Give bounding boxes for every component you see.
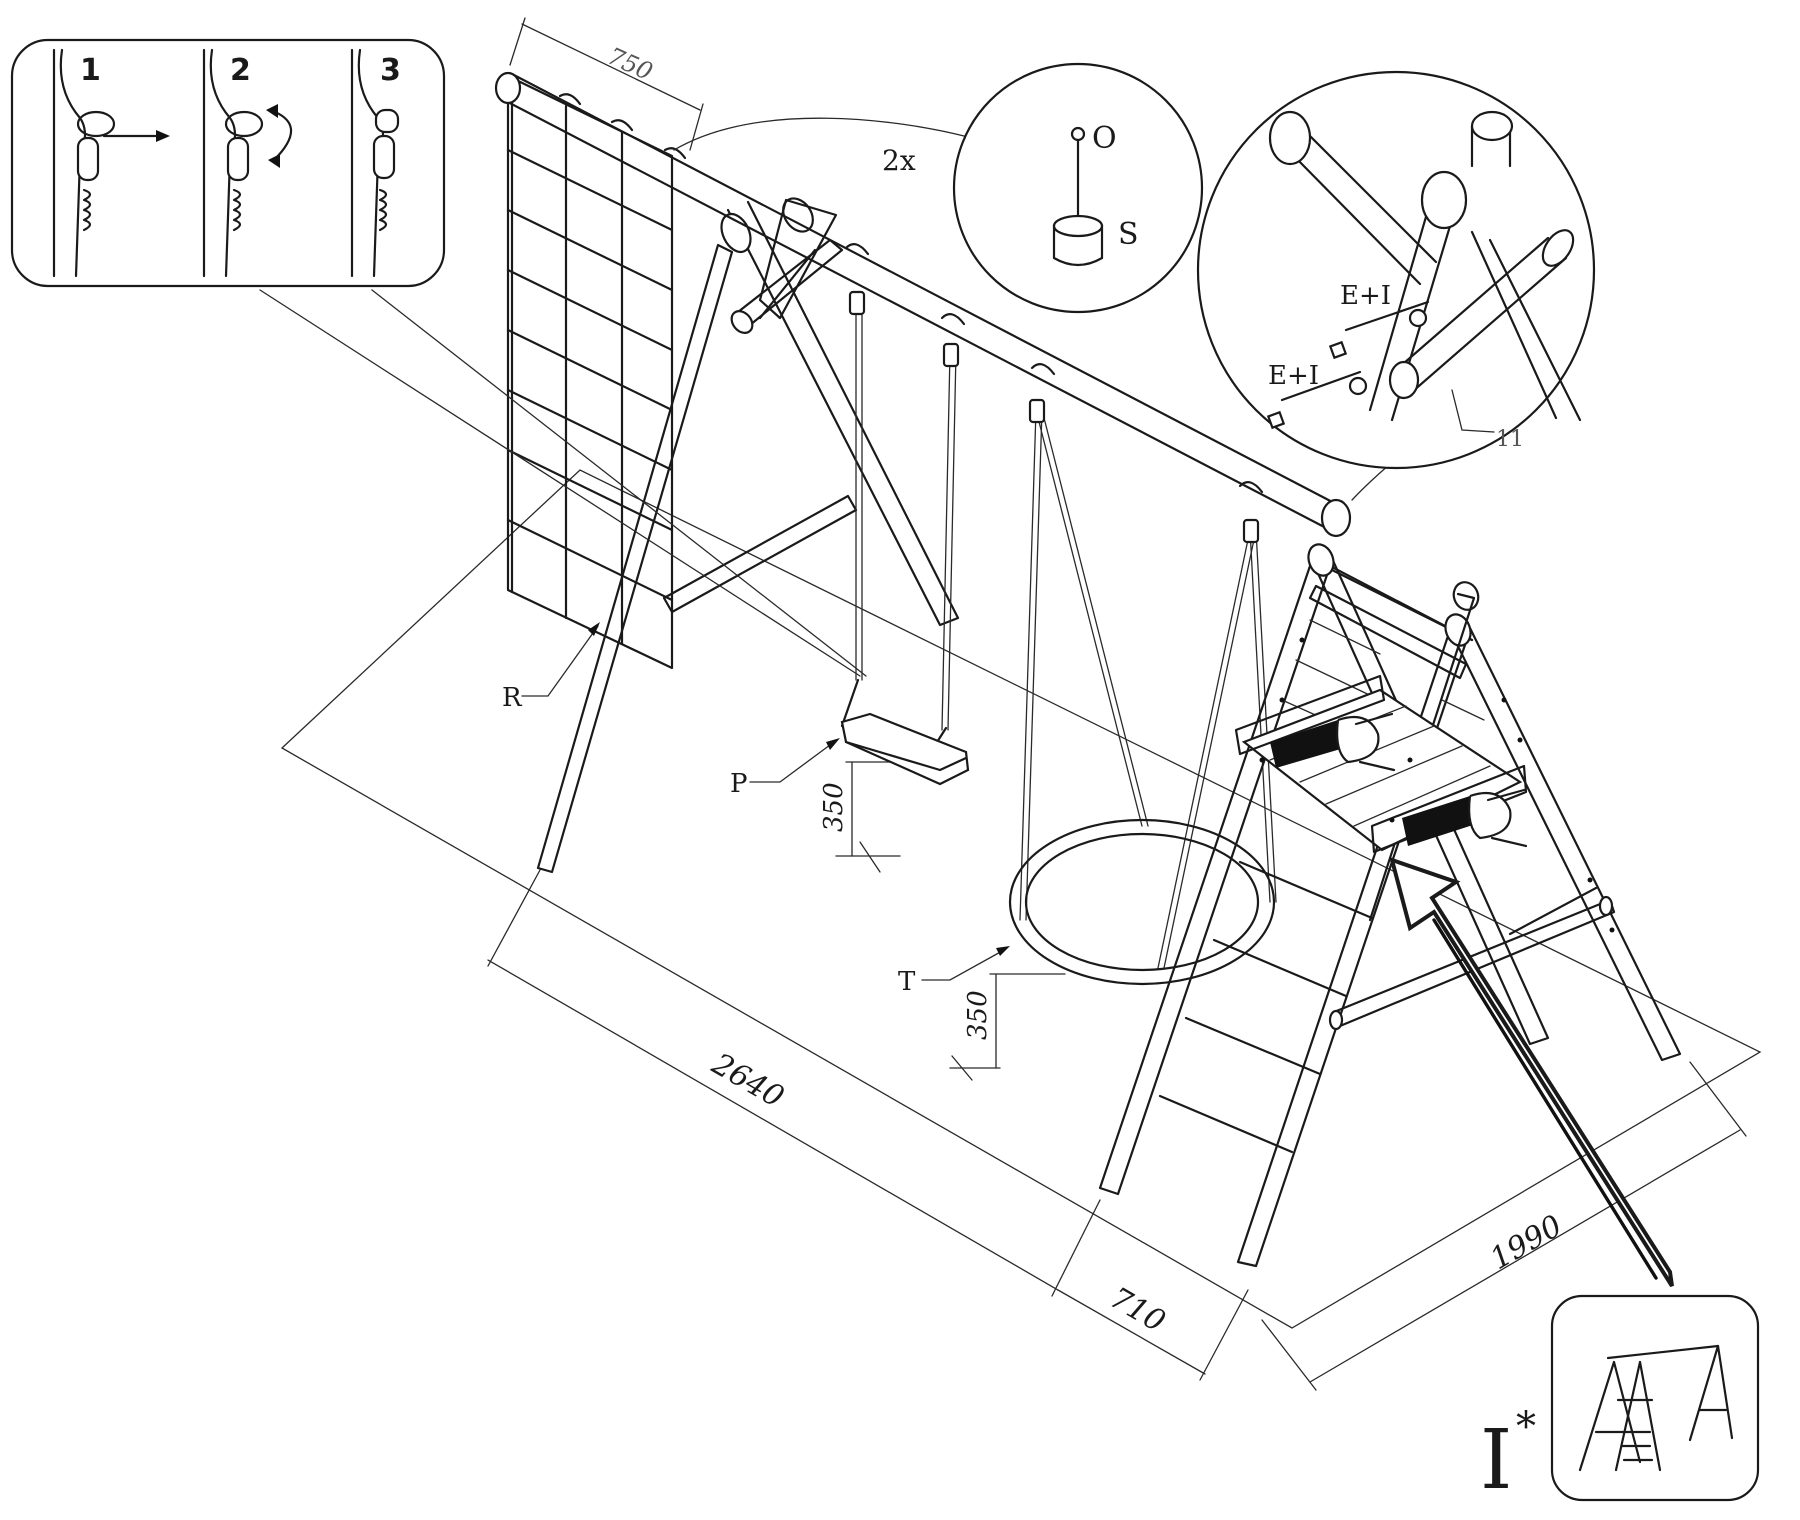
dim-seat-height: 350 (819, 782, 849, 832)
knot-step-2-drawing (202, 48, 293, 278)
variant-box: I * (1480, 1294, 1760, 1508)
cap-label: S (1118, 217, 1139, 252)
dim-beam-span: 750 (604, 42, 657, 86)
quantity-label: 2x (882, 144, 916, 177)
dim-nest-height: 350 (963, 990, 993, 1040)
right-frame-with-platform (1098, 543, 1682, 1268)
part-number-label: 11 (1496, 427, 1524, 452)
knot-step-1-drawing (52, 48, 170, 278)
bolt-label-upper: E+I (1340, 281, 1391, 311)
dim-length: 2640 (705, 1046, 789, 1115)
nest-swing-label: T (898, 967, 916, 997)
screw-label: O (1092, 121, 1117, 156)
ground-footprint (280, 469, 1762, 1329)
knot-step-3-drawing (350, 48, 400, 278)
swing-set-thumbnail-icon (1578, 1344, 1734, 1472)
climbing-net (506, 74, 674, 670)
nest-swing (1008, 398, 1277, 986)
dim-platform-depth: 710 (1104, 1281, 1171, 1340)
ladder-net-label: R (502, 683, 523, 713)
variant-mark: * (1516, 1404, 1536, 1450)
screw-cap-detail: O S 2x (673, 62, 1204, 314)
part-labels: R P T (502, 622, 1010, 997)
left-a-frame (536, 197, 960, 874)
pointer-arrow (1389, 856, 1674, 1288)
top-beam (494, 71, 1352, 538)
variant-letter: I (1480, 1413, 1512, 1508)
bolt-detail: E+I E+I 11 (1196, 70, 1596, 501)
plank-swing (840, 290, 970, 786)
dim-width: 1990 (1485, 1208, 1569, 1276)
knot-detail: 1 2 3 (10, 38, 867, 677)
knot-step-1-label: 1 (80, 53, 101, 88)
plank-seat-label: P (730, 769, 748, 799)
knot-step-2-label: 2 (230, 53, 251, 88)
knot-step-3-label: 3 (380, 53, 401, 88)
bolt-label-lower: E+I (1268, 361, 1319, 391)
